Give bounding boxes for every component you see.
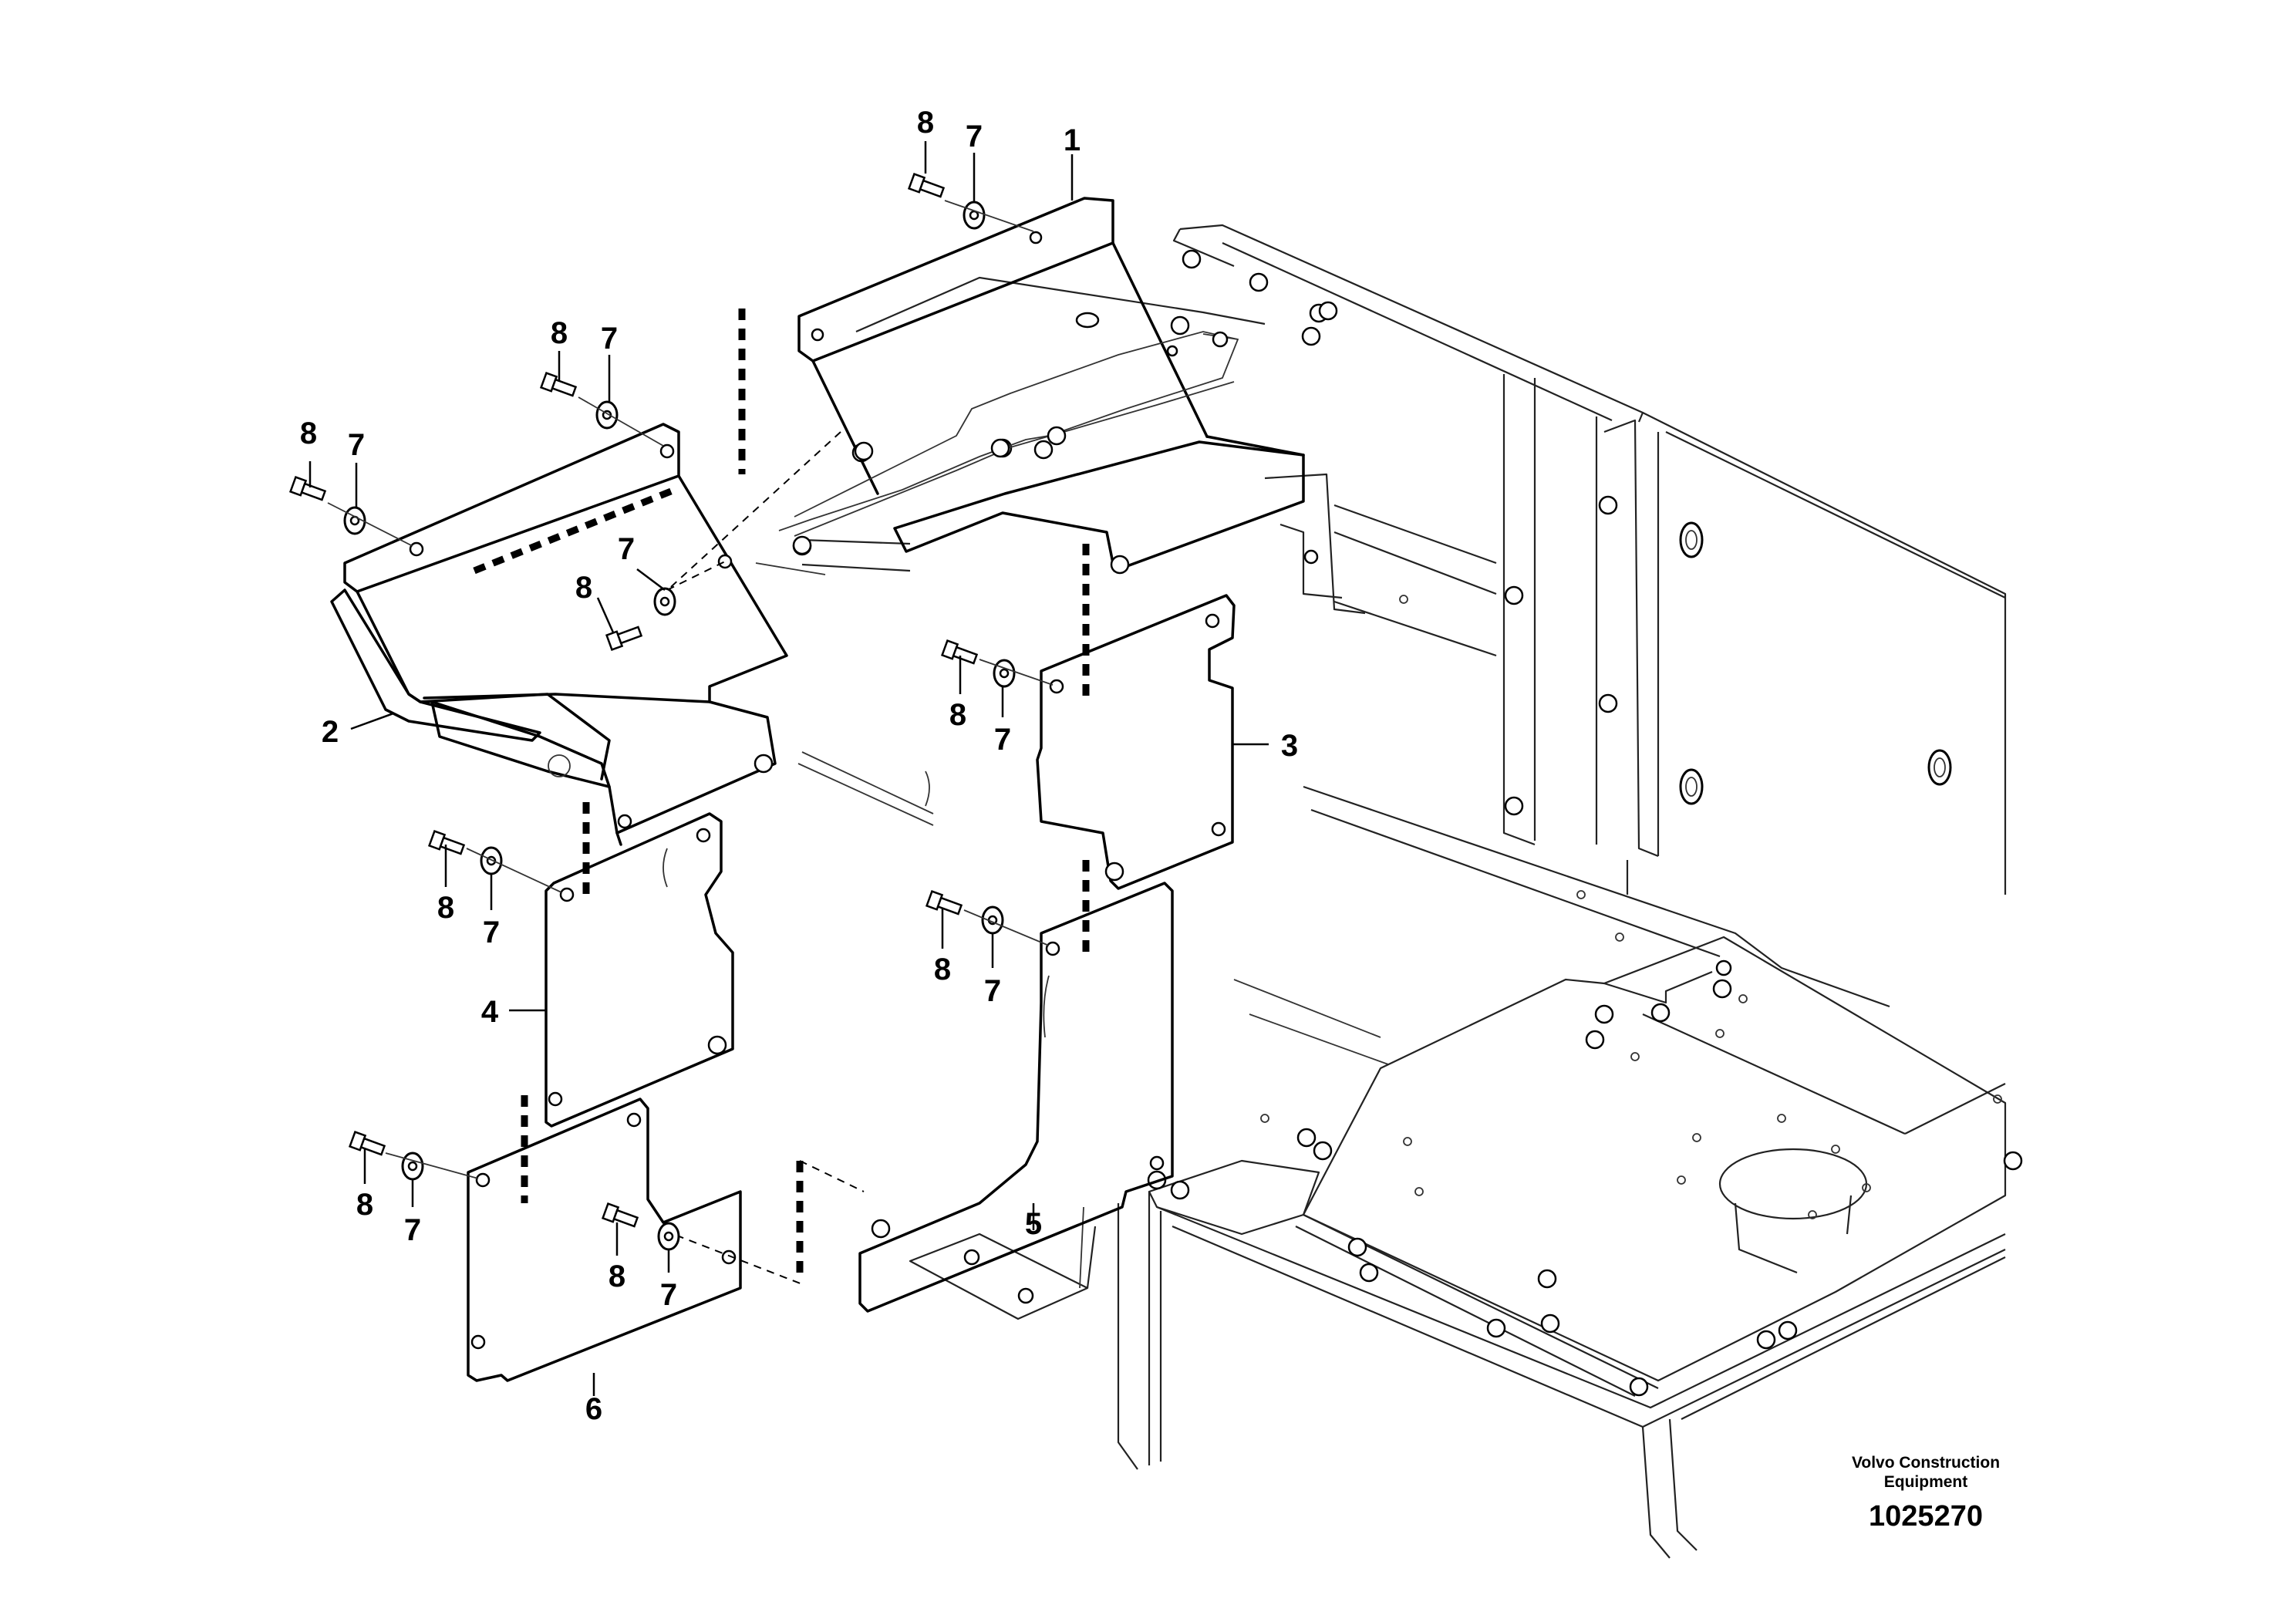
grommet <box>1679 521 1704 558</box>
part-1-top-bracket <box>778 197 1305 575</box>
screw <box>605 626 643 651</box>
callout-washer: 7 <box>994 723 1011 757</box>
callout-screw: 8 <box>949 698 966 732</box>
callout-4: 4 <box>481 995 499 1029</box>
callout-washer: 7 <box>483 916 500 949</box>
fasteners <box>288 173 1054 1251</box>
document-number: 1025270 <box>1869 1500 1983 1533</box>
screw <box>348 1131 386 1156</box>
callout-washer: 7 <box>660 1278 677 1312</box>
callout-5: 5 <box>1025 1207 1042 1241</box>
screw <box>288 476 327 501</box>
part-2-left-bracket <box>330 423 788 846</box>
callout-screw: 8 <box>356 1188 373 1222</box>
callout-screw: 8 <box>300 416 317 450</box>
company-name-line1: Volvo Construction <box>1852 1454 2000 1472</box>
screw <box>940 639 979 665</box>
part-3-cover-plate <box>1036 594 1236 890</box>
grommet <box>1927 749 1952 786</box>
company-name-line2: Equipment <box>1884 1473 1968 1491</box>
part-4-cover-plate <box>544 812 734 1128</box>
callout-screw: 8 <box>934 953 951 986</box>
callout-washer: 7 <box>404 1213 421 1247</box>
grommet <box>1679 768 1704 805</box>
callout-screw: 8 <box>437 891 454 925</box>
footer-brand: Volvo Construction Equipment 1025270 <box>1852 1454 2000 1533</box>
callout-washer: 7 <box>618 532 635 566</box>
callout-6: 6 <box>585 1392 602 1426</box>
callout-screw: 8 <box>917 106 934 140</box>
screw <box>925 890 963 916</box>
background-bolts <box>792 249 2023 1397</box>
callout-2: 2 <box>322 715 339 749</box>
screw <box>601 1202 639 1228</box>
screw <box>907 173 946 198</box>
alignment-lines <box>473 309 1090 1285</box>
part-5-cover-plate <box>858 882 1174 1313</box>
callout-washer: 7 <box>601 322 618 356</box>
callout-labels: 1 2 3 4 5 6 8 7 8 7 8 7 7 8 8 7 8 7 8 7 … <box>300 106 1298 1426</box>
callout-washer: 7 <box>984 974 1001 1008</box>
callout-washer: 7 <box>966 120 983 153</box>
screw <box>539 372 578 397</box>
screw <box>427 830 466 855</box>
callout-screw: 8 <box>575 571 592 605</box>
leader-lines <box>308 141 1269 1396</box>
callout-washer: 7 <box>348 428 365 462</box>
callout-1: 1 <box>1064 123 1081 157</box>
callout-3: 3 <box>1281 729 1298 763</box>
machine-frame-background <box>755 224 2023 1559</box>
callout-screw: 8 <box>551 316 568 350</box>
part-6-cover-plate <box>467 1098 742 1382</box>
callout-screw: 8 <box>609 1259 625 1293</box>
